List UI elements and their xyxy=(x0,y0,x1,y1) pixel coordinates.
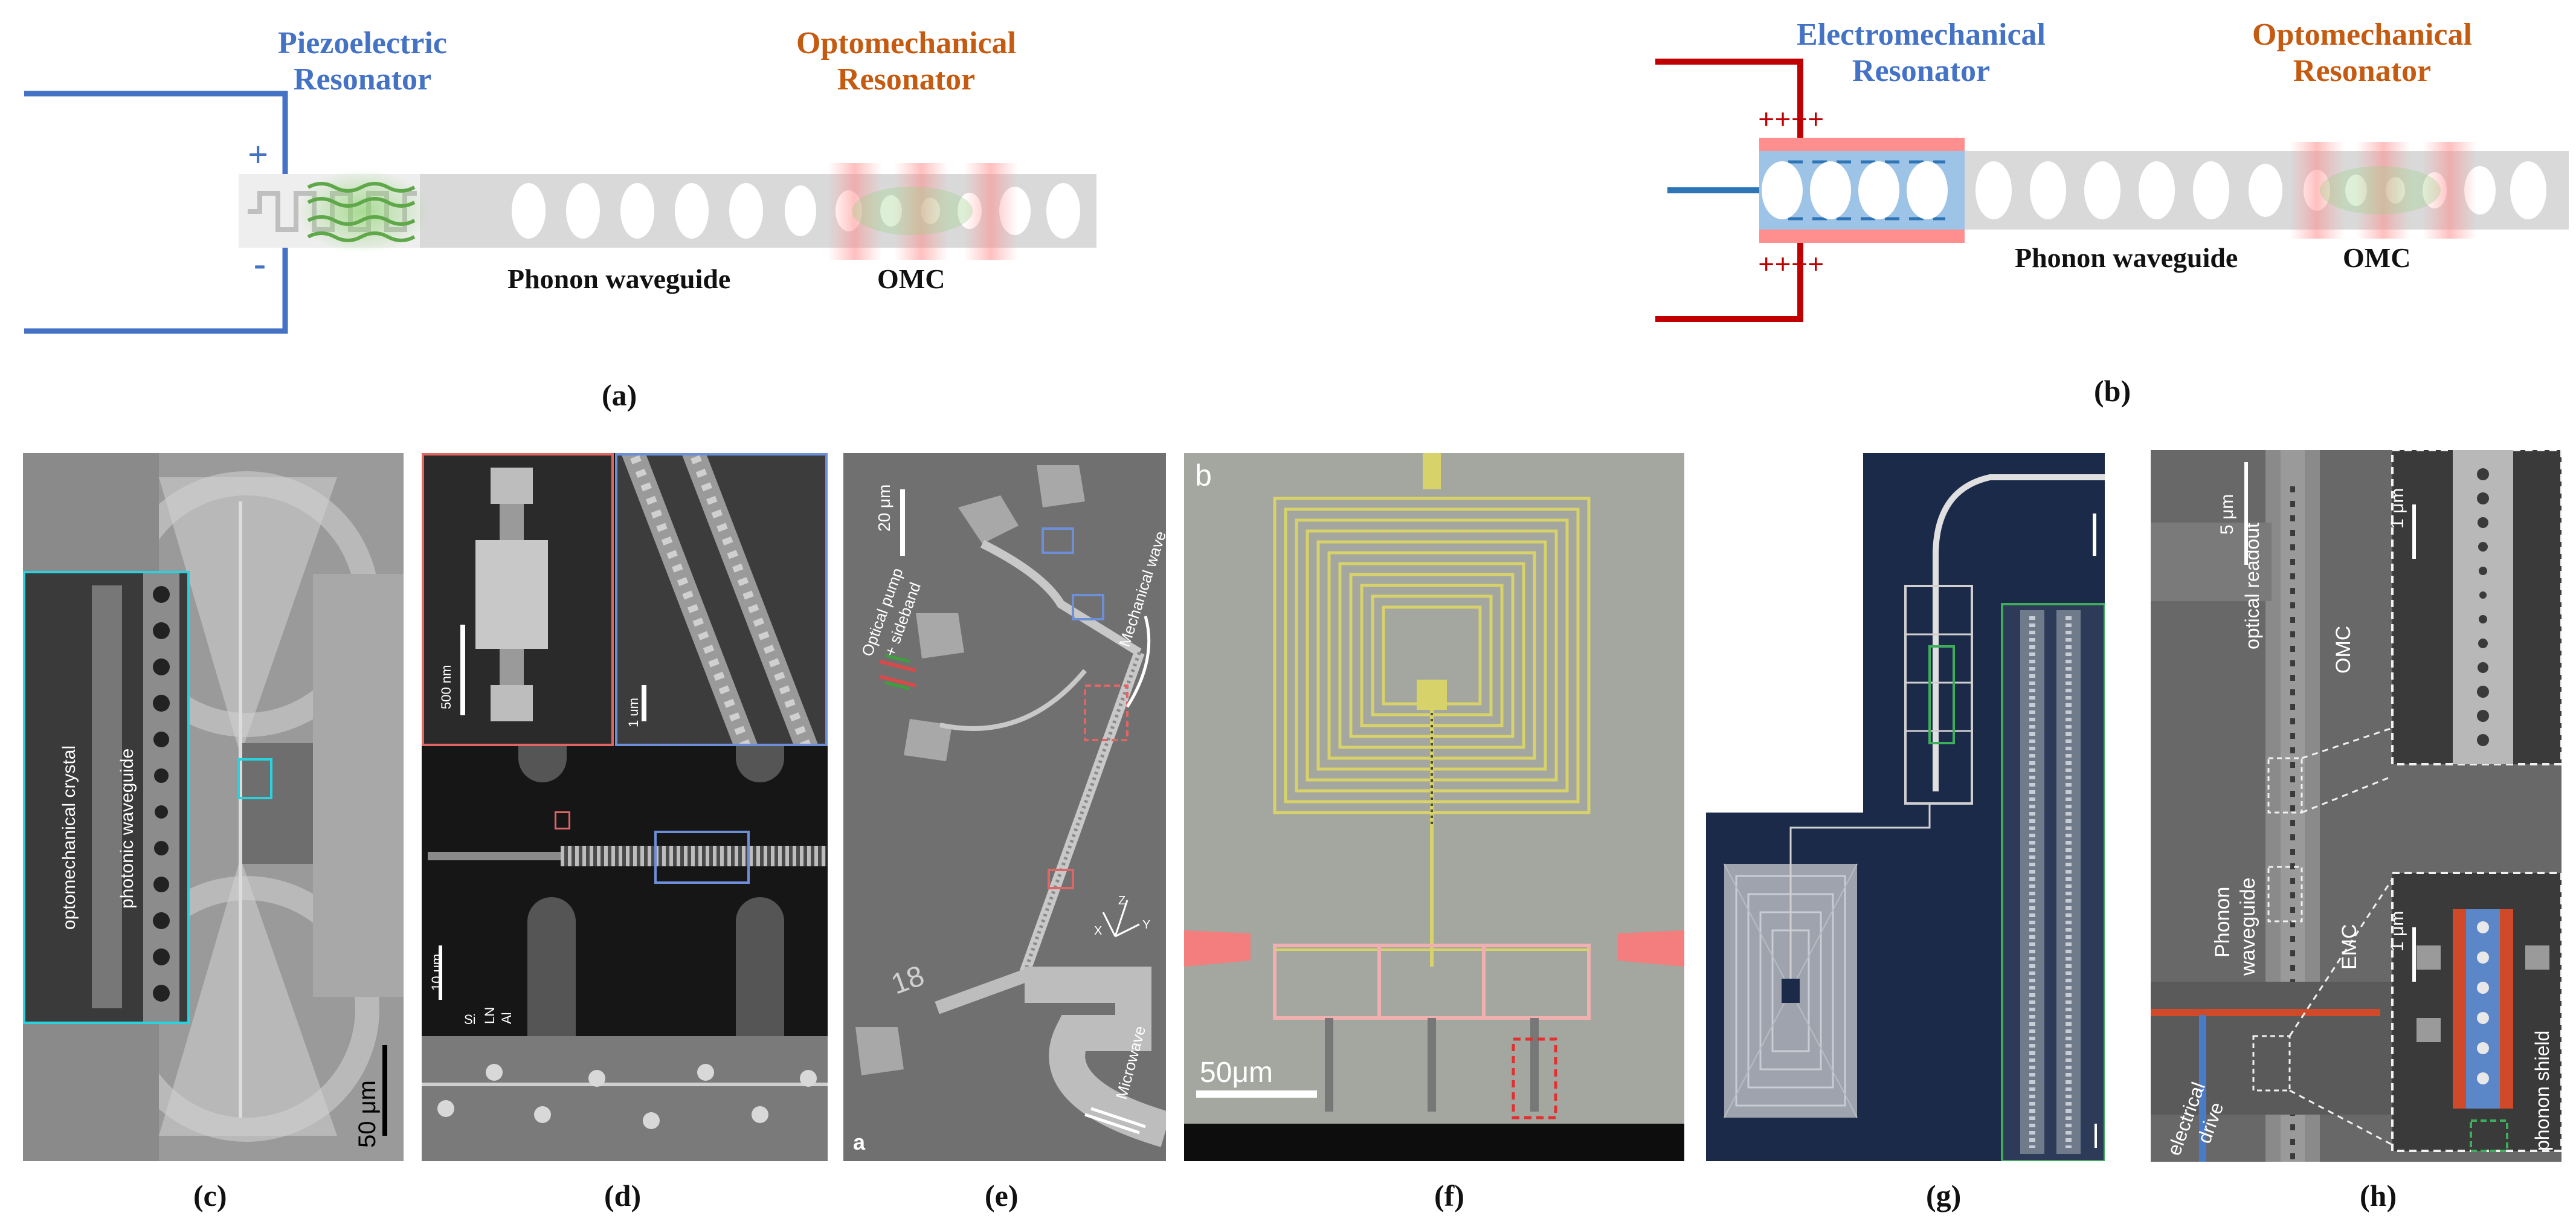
label-photonic-waveguide: photonic waveguide xyxy=(117,748,137,909)
scale-d-main: 10 um xyxy=(429,953,444,991)
caption-d: (d) xyxy=(604,1179,642,1212)
panel-h-drawing xyxy=(2151,450,2562,1162)
scale-h-main: 5 μm xyxy=(2217,494,2237,535)
phonon-label-1: Phonon xyxy=(2211,886,2234,958)
crystal-holes xyxy=(143,573,179,1022)
scale-h-inset-top: 1 μm xyxy=(2388,488,2407,529)
panel-d-strip-drawing xyxy=(422,1064,828,1129)
axis-y: Y xyxy=(1142,918,1151,932)
caption-a: (a) xyxy=(602,378,637,412)
panel-a-diagram xyxy=(24,91,1096,334)
emc-label: EMC xyxy=(2338,924,2361,970)
caption-g: (g) xyxy=(1926,1179,1962,1212)
axis-x: X xyxy=(1094,924,1103,938)
caption-b: (b) xyxy=(2094,374,2131,408)
optical-readout-label: optical readout xyxy=(2241,523,2263,649)
layer-si: Si xyxy=(464,1012,476,1027)
phonon-label-2: waveguide xyxy=(2236,877,2259,976)
crystal-zoom-box xyxy=(237,758,272,799)
panel-c-image: optomechanical crystal photonic waveguid… xyxy=(23,453,404,1161)
panel-f-image: b 50μm xyxy=(1184,453,1684,1161)
bottom-capacitor-wire xyxy=(1655,242,1803,322)
omc-label-h: OMC xyxy=(2332,625,2355,674)
omr-title-b: Optomechanical Resonator xyxy=(2205,17,2519,89)
scale-label-f: 50μm xyxy=(1200,1057,1274,1089)
axis-z: Z xyxy=(1118,894,1126,907)
inset-right-drawing xyxy=(622,456,818,744)
caption-e: (e) xyxy=(985,1179,1019,1212)
panel-d-image: 500 nm 1 um 10 um Si LN Al xyxy=(422,453,828,1161)
emr-title-text: Electromechanical Resonator xyxy=(1796,18,2046,88)
caption-f: (f) xyxy=(1434,1179,1464,1212)
panel-d-main: 10 um Si LN Al xyxy=(422,746,828,1036)
omr-title-b-text: Optomechanical Resonator xyxy=(2252,18,2472,88)
omr-title-a: Optomechanical Resonator xyxy=(749,25,1063,98)
caption-c: (c) xyxy=(193,1179,227,1212)
top-electrode-wire xyxy=(24,91,288,175)
omc-label-b: OMC xyxy=(2343,242,2411,273)
scale-d-inset-right: 1 um xyxy=(626,698,641,727)
scale-label-e: 20 μm xyxy=(875,484,894,532)
waveguide-label-b: Phonon waveguide xyxy=(2015,242,2238,273)
waveguide-label-a: Phonon waveguide xyxy=(507,263,731,294)
plus-top-b: ++++ xyxy=(1758,103,1824,135)
piezo-title-text: Piezoelectric Resonator xyxy=(278,26,447,97)
scale-h-inset-bottom: 1 μm xyxy=(2388,910,2407,951)
minus-sign-a: - xyxy=(254,243,266,283)
scale-bar-c xyxy=(382,1045,387,1136)
panel-f-drawing xyxy=(1184,453,1684,1161)
layer-al: Al xyxy=(499,1012,514,1024)
piezo-title: Piezoelectric Resonator xyxy=(254,25,471,98)
panel-g-drawing xyxy=(1706,453,2105,1161)
scale-label-c: 50 μm xyxy=(354,1080,381,1148)
corner-label-e: a xyxy=(853,1130,866,1154)
scale-d-inset-left: 500 nm xyxy=(439,665,454,709)
label-optomechanical-crystal: optomechanical crystal xyxy=(59,745,79,930)
corner-label-f: b xyxy=(1195,459,1212,492)
inset-right: 1 um xyxy=(615,453,828,746)
panel-d-bottom-strip xyxy=(422,1036,828,1161)
omr-title-a-text: Optomechanical Resonator xyxy=(796,26,1016,97)
inset-left: 500 nm xyxy=(422,453,614,746)
panel-e-image: 20 μm Optical pump + sideband Mechanical… xyxy=(843,453,1166,1161)
crystal-inset: optomechanical crystal photonic waveguid… xyxy=(23,571,190,1024)
panel-e-drawing xyxy=(843,453,1166,1161)
plus-sign-a: + xyxy=(248,135,269,175)
phonon-shield-label: phonon shield xyxy=(2531,1030,2553,1151)
emr-title: Electromechanical Resonator xyxy=(1740,17,2102,89)
top-capacitor-wire xyxy=(1655,59,1803,139)
panel-h-image: 5 μm 1 μm 1 μm optical readout OMC Phono… xyxy=(2151,450,2562,1162)
caption-h: (h) xyxy=(2360,1179,2397,1212)
layer-ln: LN xyxy=(482,1006,497,1024)
omc-label-a: OMC xyxy=(877,263,945,294)
bottom-electrode-wire xyxy=(24,248,288,334)
panel-g-image xyxy=(1706,453,2105,1161)
panel-b-diagram xyxy=(1655,59,2569,322)
plus-bottom-b: ++++ xyxy=(1758,248,1824,280)
